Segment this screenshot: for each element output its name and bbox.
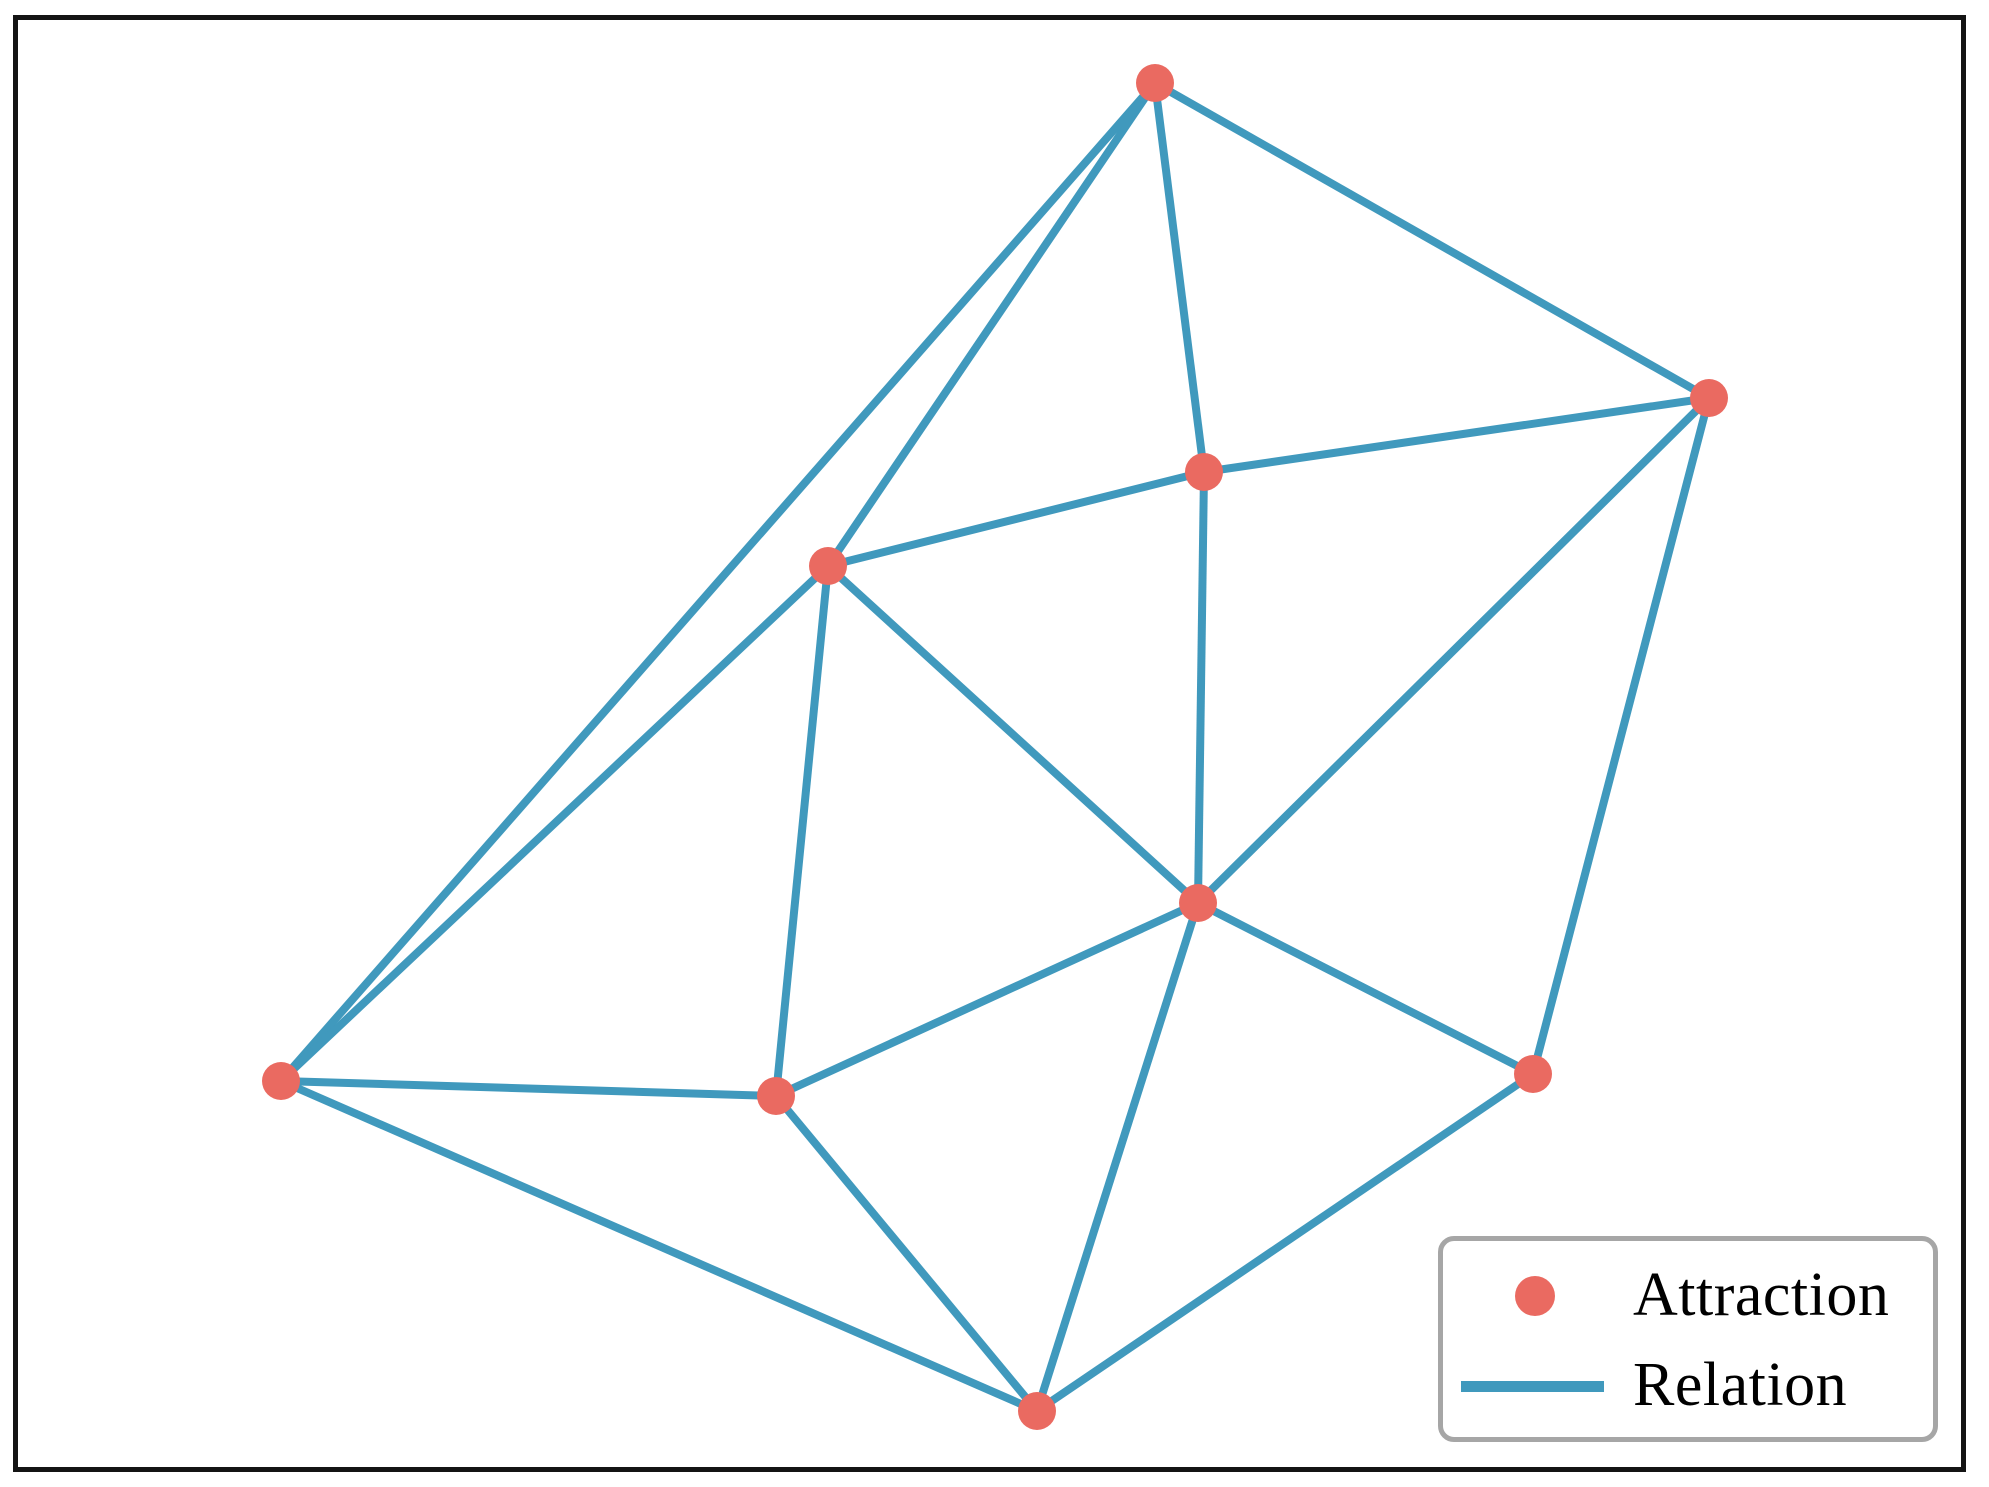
legend-handle-relation [1443, 1341, 1623, 1429]
graph-node[interactable] [809, 547, 847, 585]
graph-edge[interactable] [1033, 901, 1202, 1413]
graph-edge[interactable] [1529, 396, 1713, 1076]
circle-marker-icon [1515, 1276, 1555, 1316]
graph-edge[interactable] [280, 1077, 777, 1100]
graph-edge[interactable] [1203, 394, 1710, 476]
graph-edge[interactable] [1151, 82, 1208, 473]
graph-edge[interactable] [774, 899, 1200, 1100]
graph-edge[interactable] [824, 80, 1159, 569]
graph-node[interactable] [1136, 64, 1174, 102]
graph-edge[interactable] [825, 563, 1201, 906]
graph-edge[interactable] [1194, 471, 1208, 904]
graph-node[interactable] [1514, 1055, 1552, 1093]
graph-edge[interactable] [1034, 1070, 1536, 1415]
edge-layer [277, 79, 1713, 1415]
legend-item-relation[interactable]: Relation [1443, 1341, 1933, 1429]
graph-edge[interactable] [279, 1077, 1039, 1415]
graph-node[interactable] [1185, 453, 1223, 491]
graph-edge[interactable] [277, 80, 1159, 1084]
graph-edge[interactable] [1153, 79, 1711, 402]
legend-box[interactable]: Attraction Relation [1438, 1236, 1938, 1442]
legend-handle-attraction [1443, 1251, 1623, 1339]
plot-frame [13, 15, 1966, 1472]
graph-node[interactable] [757, 1077, 795, 1115]
graph-edge[interactable] [1196, 899, 1535, 1078]
graph-node[interactable] [1018, 1392, 1056, 1430]
node-layer [262, 64, 1728, 1430]
graph-edge[interactable] [278, 563, 831, 1084]
graph-edge[interactable] [772, 1093, 1041, 1414]
legend-label-attraction: Attraction [1633, 1261, 1890, 1329]
graph-edge[interactable] [827, 468, 1205, 570]
graph-node[interactable] [1179, 884, 1217, 922]
legend-label-relation: Relation [1633, 1351, 1848, 1419]
graph-edge[interactable] [1195, 395, 1712, 906]
legend-item-attraction[interactable]: Attraction [1443, 1251, 1933, 1339]
line-marker-icon [1461, 1381, 1604, 1392]
graph-node[interactable] [262, 1062, 300, 1100]
graph-edge[interactable] [772, 565, 832, 1097]
graph-node[interactable] [1690, 379, 1728, 417]
